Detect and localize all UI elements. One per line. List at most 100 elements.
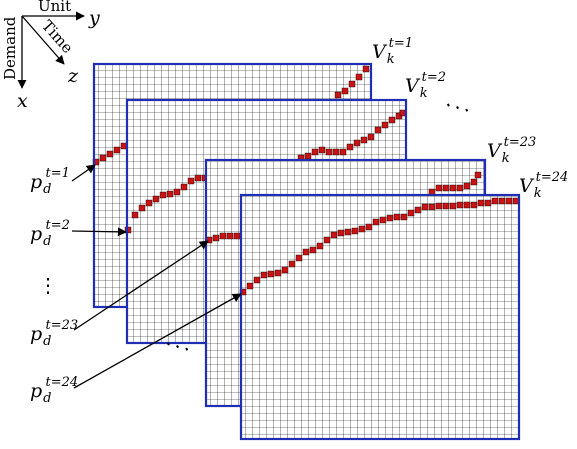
dispatch-marker — [442, 202, 450, 210]
dispatch-marker — [323, 236, 331, 244]
dispatch-marker — [219, 232, 227, 240]
dispatch-marker — [435, 184, 443, 192]
grid-layer-4 — [239, 193, 521, 441]
dispatch-marker — [474, 171, 482, 179]
dispatch-marker — [295, 254, 303, 262]
dispatch-marker — [304, 152, 312, 160]
layer-label-24: Vkt=24 — [519, 170, 568, 201]
dispatch-marker — [152, 195, 160, 203]
demand-arrow-2 — [71, 227, 127, 237]
dispatch-marker — [311, 148, 319, 156]
dispatch-marker — [360, 136, 368, 144]
x-var-label: x — [17, 90, 28, 112]
dispatch-marker — [274, 269, 282, 277]
dispatch-marker — [180, 183, 188, 191]
dispatch-marker — [233, 232, 241, 240]
dispatch-marker — [367, 133, 375, 141]
dispatch-marker — [388, 116, 396, 124]
dispatch-marker — [351, 227, 359, 235]
layer-label-23: Vkt=23 — [487, 135, 536, 166]
dispatch-marker — [449, 184, 457, 192]
dispatch-marker — [379, 216, 387, 224]
dispatch-marker — [99, 154, 107, 162]
layer-ellipsis-top: ⋱ — [443, 92, 472, 123]
dispatch-marker — [316, 242, 324, 250]
dispatch-marker — [470, 178, 478, 186]
dispatch-marker — [173, 188, 181, 196]
dispatch-marker — [484, 199, 492, 207]
dispatch-marker — [393, 213, 401, 221]
dispatch-marker — [365, 223, 373, 231]
dispatch-marker — [381, 121, 389, 129]
dispatch-marker — [332, 148, 340, 156]
dispatch-marker — [246, 282, 254, 290]
dispatch-marker — [194, 174, 202, 182]
dispatch-marker — [449, 202, 457, 210]
dispatch-marker — [353, 139, 361, 147]
dispatch-marker — [267, 270, 275, 278]
y-var-label: y — [88, 7, 100, 29]
dispatch-marker — [166, 190, 174, 198]
dispatch-marker — [477, 199, 485, 207]
demand-labels: pdt=1 pdt=2 pdt=23 pdt=24 — [30, 166, 78, 406]
dispatch-marker — [421, 203, 429, 211]
dispatch-marker — [355, 73, 363, 81]
unit-label: Unit — [38, 0, 71, 15]
dispatch-marker — [226, 232, 234, 240]
dispatch-marker — [498, 197, 506, 205]
demand-label: Demand — [1, 16, 19, 80]
dispatch-marker — [414, 206, 422, 214]
dispatch-marker — [435, 202, 443, 210]
dispatch-marker — [318, 146, 326, 154]
demand-arrow-1 — [71, 164, 96, 182]
dispatch-marker — [372, 218, 380, 226]
dispatch-marker — [463, 201, 471, 209]
dispatch-marker — [253, 276, 261, 284]
dispatch-marker — [288, 260, 296, 268]
dispatch-marker — [505, 197, 513, 205]
dispatch-marker — [386, 214, 394, 222]
dispatch-marker — [407, 209, 415, 217]
demand-label-23: pdt=23 — [30, 318, 78, 349]
dispatch-marker — [212, 234, 220, 242]
dispatch-marker — [260, 271, 268, 279]
dispatch-marker — [374, 126, 382, 134]
dispatch-marker — [358, 225, 366, 233]
dispatch-marker — [442, 184, 450, 192]
layer-label-2: Vkt=2 — [405, 70, 446, 101]
dispatch-marker — [470, 201, 478, 209]
demand-label-1: pdt=1 — [30, 166, 70, 197]
dispatch-marker — [346, 143, 354, 151]
demand-arrow-24 — [73, 293, 242, 389]
dispatch-marker — [339, 148, 347, 156]
demand-label-24: pdt=24 — [30, 375, 78, 406]
dispatch-marker — [456, 184, 464, 192]
dispatch-marker — [131, 211, 139, 219]
dispatch-marker — [463, 182, 471, 190]
dispatch-marker — [337, 229, 345, 237]
layer-label-1: Vkt=1 — [372, 36, 413, 67]
dispatch-marker — [113, 146, 121, 154]
demand-label-2: pdt=2 — [30, 218, 70, 249]
dispatch-marker — [348, 80, 356, 88]
grid-cells — [241, 195, 519, 439]
dispatch-marker — [309, 246, 317, 254]
dispatch-marker — [491, 197, 499, 205]
grid-layers — [92, 62, 521, 441]
dispatch-marker — [145, 199, 153, 207]
dispatch-marker — [341, 87, 349, 95]
dispatch-marker — [400, 213, 408, 221]
dispatch-marker — [187, 177, 195, 185]
dispatch-marker — [281, 266, 289, 274]
dispatch-marker — [456, 201, 464, 209]
dispatch-marker — [159, 191, 167, 199]
dispatch-marker — [334, 91, 342, 99]
demand-arrows — [71, 164, 242, 389]
dispatch-marker — [344, 228, 352, 236]
dispatch-marker — [138, 204, 146, 212]
z-var-label: z — [67, 65, 79, 87]
dispatch-marker — [428, 203, 436, 211]
layer-labels: Vkt=1 Vkt=2 Vkt=23 Vkt=24 — [372, 36, 568, 201]
